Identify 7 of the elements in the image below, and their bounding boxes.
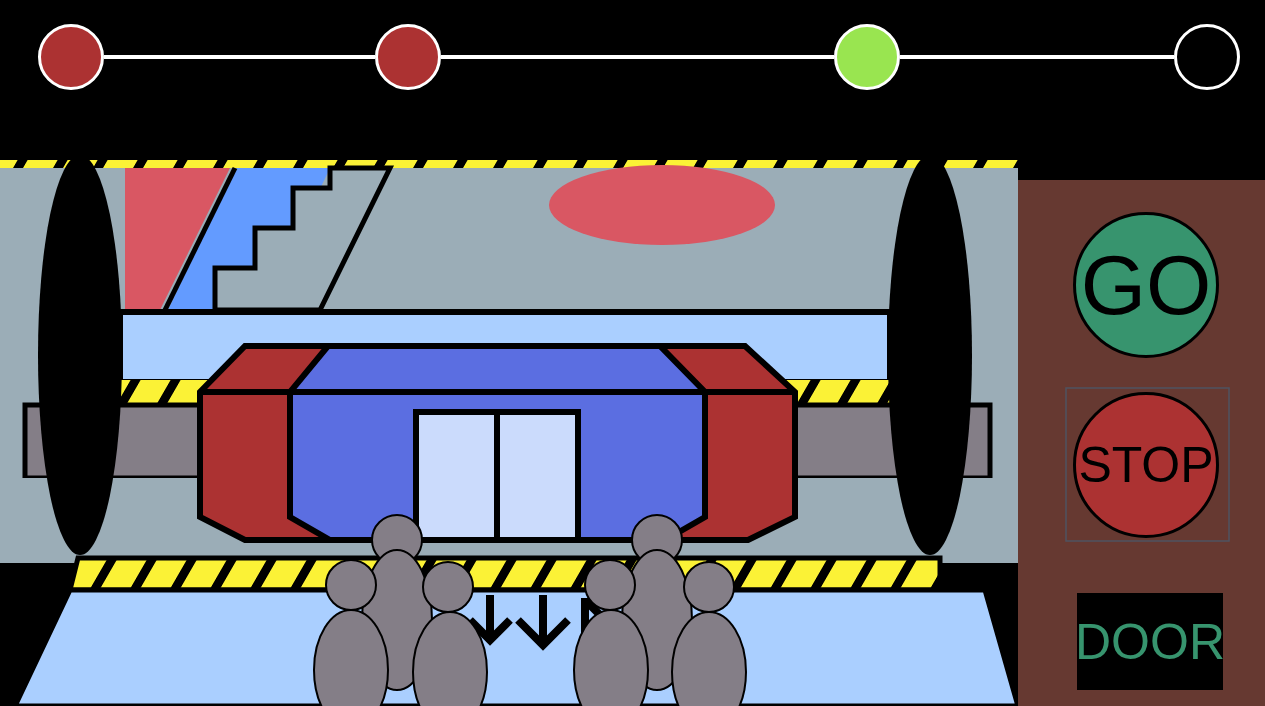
progress-connector-line [900,55,1174,59]
progress-connector-line [104,55,375,59]
progress-connector-line [441,55,834,59]
door-button [1077,593,1223,690]
button-label: GO [1080,243,1212,327]
button-label: STOP [1078,440,1214,490]
button-label: DOOR [1075,616,1225,667]
